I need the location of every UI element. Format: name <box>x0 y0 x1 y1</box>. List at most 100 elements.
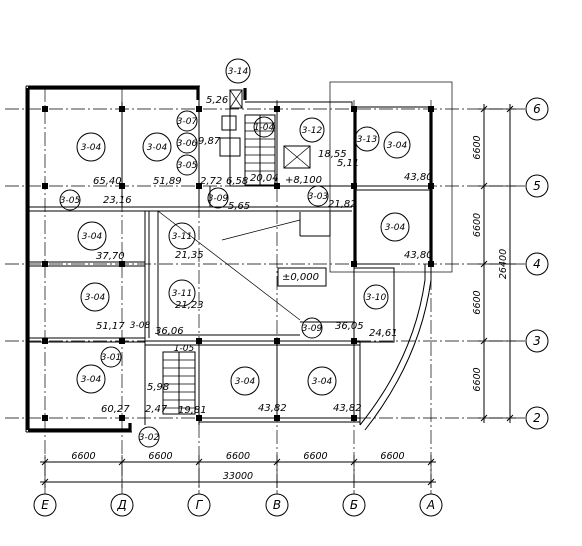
area-label: 9,87 <box>198 136 221 147</box>
dim-right-span: 6600 <box>472 135 483 159</box>
room-tag-label: 3-09 <box>208 194 229 204</box>
room-tag-circle <box>168 222 196 250</box>
room-tag-circle <box>77 221 107 251</box>
room-tag-circle <box>299 117 325 143</box>
room-tag-circle <box>225 58 251 84</box>
area-label: 19,81 <box>178 405 207 416</box>
room-tag-label: 3-14 <box>228 67 249 77</box>
room-tag-label: 3-04 <box>81 375 102 385</box>
dim-bottom-span: 6600 <box>71 451 95 462</box>
room-tag-label: 3-13 <box>357 135 378 145</box>
room-tag-circle <box>354 126 380 152</box>
room-tag-circle <box>76 364 106 394</box>
room-tag-label: 3-04 <box>85 293 106 303</box>
room-tag-label: 3-02 <box>139 433 160 443</box>
axis-bubble-letter <box>265 493 289 517</box>
dim-bottom-span: 6600 <box>380 451 404 462</box>
area-label: 65,40 <box>93 176 122 187</box>
room-tag-circle <box>207 187 229 209</box>
dim-right-span: 6600 <box>472 213 483 237</box>
axis-bubble-letter <box>187 493 211 517</box>
stair-lower <box>162 351 196 415</box>
axis-bubble-number <box>525 406 549 430</box>
axis-letter-label: Д <box>116 498 126 512</box>
dim-bottom-span: 6600 <box>303 451 327 462</box>
room-tag-label: 3-04 <box>147 143 168 153</box>
area-label: 43,80 <box>404 172 433 183</box>
room-tag-label: 3-04 <box>82 232 103 242</box>
dim-right-span: 6600 <box>472 290 483 314</box>
level-upper-label: +8,100 <box>285 175 322 186</box>
area-label: 60,27 <box>101 404 130 415</box>
room-tag-label: 3-04 <box>235 377 256 387</box>
curtain-wall <box>329 81 453 431</box>
room-tag-circle <box>100 346 122 368</box>
area-label: 24,61 <box>369 328 398 339</box>
axis-letter-label: Б <box>350 498 358 512</box>
room-tag-circle <box>307 185 329 207</box>
room-tag-label: 3-04 <box>385 223 406 233</box>
axis-bubble-letter <box>342 493 366 517</box>
room-tag-circle <box>253 116 275 138</box>
area-label: 2,47 <box>145 404 168 415</box>
room-tag-label: 3-01 <box>101 353 121 363</box>
area-label: 2,72 <box>200 176 222 187</box>
area-label: 36,05 <box>335 321 364 332</box>
axis-number-label: 4 <box>533 257 541 271</box>
axis-number-label: 3 <box>533 334 541 348</box>
area-label: 23,16 <box>103 195 132 206</box>
room-tag-label: 3-06 <box>177 139 198 149</box>
area-label: 21,35 <box>175 250 204 261</box>
room-tag-circle <box>138 426 160 448</box>
axis-bubble-letter <box>419 493 443 517</box>
room-tag-circle <box>59 189 81 211</box>
room-tag-circle <box>80 282 110 312</box>
room-tag-circle <box>380 212 410 242</box>
area-label: 5,11 <box>337 158 359 169</box>
room-tag-label: 3-07 <box>177 117 198 127</box>
area-label: 5,98 <box>147 382 169 393</box>
room-tag-label: 1-05 <box>174 344 195 354</box>
room-tag-label: 3-09 <box>302 324 323 334</box>
area-label: 36,06 <box>155 326 184 337</box>
room-tag-circle <box>301 317 323 339</box>
room-tag-circle <box>383 131 411 159</box>
room-tag-label: 3-08 <box>130 321 151 331</box>
area-label: 5,26 <box>206 95 228 106</box>
room-tag-circle <box>176 154 198 176</box>
area-label: 51,17 <box>96 321 125 332</box>
room-tag-circle <box>307 366 337 396</box>
axis-bubble-letter <box>33 493 57 517</box>
room-tag-label: 3-04 <box>387 141 408 151</box>
room-tag-label: 3-11 <box>172 232 192 242</box>
dim-bottom-span: 6600 <box>148 451 172 462</box>
room-tag-label: 3-11 <box>172 289 192 299</box>
area-label: 43,82 <box>258 403 287 414</box>
area-label: 20,04 <box>250 173 279 184</box>
stair-upper <box>244 114 276 186</box>
room-tag-circle <box>230 366 260 396</box>
axis-letter-label: Г <box>196 498 204 512</box>
room-tag-label: 3-04 <box>81 143 102 153</box>
area-label: 21,82 <box>328 199 357 210</box>
room-tag-label: 1-04 <box>254 123 275 133</box>
axis-letter-label: А <box>426 498 435 512</box>
area-label: 21,23 <box>175 300 204 311</box>
room-tag-circle <box>176 110 198 132</box>
dim-right-total: 26400 <box>498 249 509 279</box>
axis-number-label: 5 <box>533 179 541 193</box>
axis-letter-label: Е <box>41 498 49 512</box>
dimension-ticks <box>41 105 516 488</box>
room-tag-circle <box>363 284 389 310</box>
level-markers: ±0,000 +8,100 <box>277 175 327 287</box>
area-label: 18,55 <box>318 149 347 160</box>
area-label: 6,58 <box>226 176 248 187</box>
dim-bottom-total: 33000 <box>223 471 253 482</box>
area-label: 51,89 <box>153 176 182 187</box>
